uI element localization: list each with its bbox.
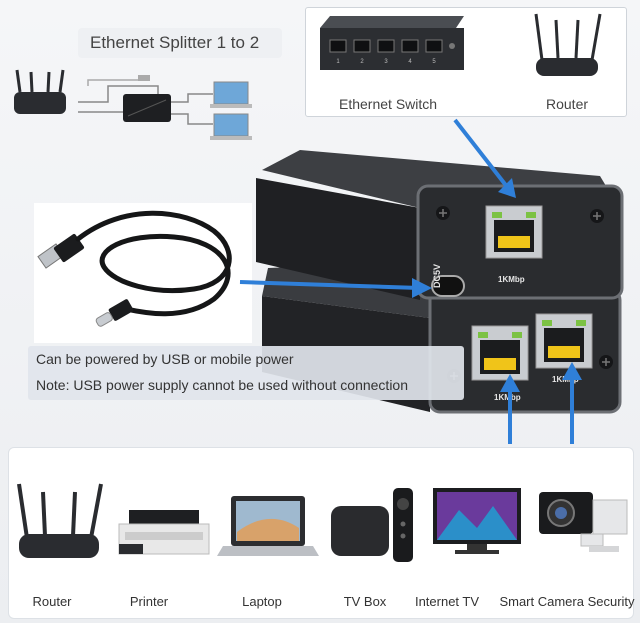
switch-port-number: 4	[408, 59, 412, 65]
tv-box-icon	[331, 488, 413, 562]
network-source-panel: 1 2 3 4 5 Ethernet Switch Router	[305, 7, 627, 117]
arrow-head	[562, 362, 582, 380]
usb-c-port	[431, 275, 465, 297]
device-label-printer: Printer	[129, 594, 169, 609]
router-label: Router	[546, 96, 589, 112]
rj45-input-port	[485, 205, 543, 259]
laptop-icon	[217, 496, 319, 556]
printer-icon	[118, 510, 210, 555]
power-caption: Can be powered by USB or mobile power	[36, 351, 294, 367]
switch-port-number: 2	[360, 59, 364, 65]
arrow-head	[500, 374, 520, 392]
device-label-router: Router	[32, 594, 72, 609]
device-label-tv-box: TV Box	[343, 594, 387, 609]
arrow-from-usb	[239, 280, 421, 290]
device-label-internet-tv: Internet TV	[414, 594, 480, 609]
ethernet-switch-label: Ethernet Switch	[339, 96, 438, 112]
usb-cable-panel	[34, 203, 252, 343]
tv-icon	[433, 488, 521, 554]
page-title: Ethernet Splitter 1 to 2	[90, 33, 260, 52]
router-icon	[17, 483, 103, 558]
usb-cable-icon	[37, 210, 232, 327]
mini-laptop-icon	[210, 81, 252, 140]
bottom-port-speed-label-left: 1KMbp	[494, 393, 521, 402]
rj45-output-port-1	[471, 325, 529, 381]
caption-band: Can be powered by USB or mobile power No…	[28, 346, 464, 400]
arrow-head	[412, 278, 432, 298]
connection-arrows	[239, 118, 582, 444]
mini-splitter-icon	[123, 94, 171, 122]
arrow-from-switch	[453, 118, 510, 190]
mini-diagram-graphic	[14, 69, 252, 140]
mini-diagram	[8, 66, 258, 146]
device-label-laptop: Laptop	[242, 594, 282, 609]
switch-port-number: 3	[384, 59, 388, 65]
top-port-speed-label: 1KMbp	[498, 275, 525, 284]
power-note-caption: Note: USB power supply cannot be used wi…	[36, 377, 409, 393]
ethernet-switch-icon	[320, 16, 464, 70]
device-label-camera: Smart Camera Security	[499, 594, 635, 609]
arrow-head	[498, 178, 516, 198]
devices-graphic	[17, 483, 628, 562]
title-box: Ethernet Splitter 1 to 2	[78, 28, 282, 58]
camera-icon	[539, 492, 628, 552]
rj45-output-port-2	[535, 313, 593, 369]
dc5v-label: DC5V	[432, 264, 442, 288]
mini-router-icon	[14, 69, 66, 114]
router-icon	[534, 13, 602, 76]
switch-router-graphic: 1 2 3 4 5	[320, 13, 602, 76]
compatible-devices-strip: Router Printer Laptop TV Box Internet TV…	[8, 447, 635, 619]
switch-port-number: 1	[336, 59, 340, 65]
switch-port-number: 5	[432, 59, 436, 65]
